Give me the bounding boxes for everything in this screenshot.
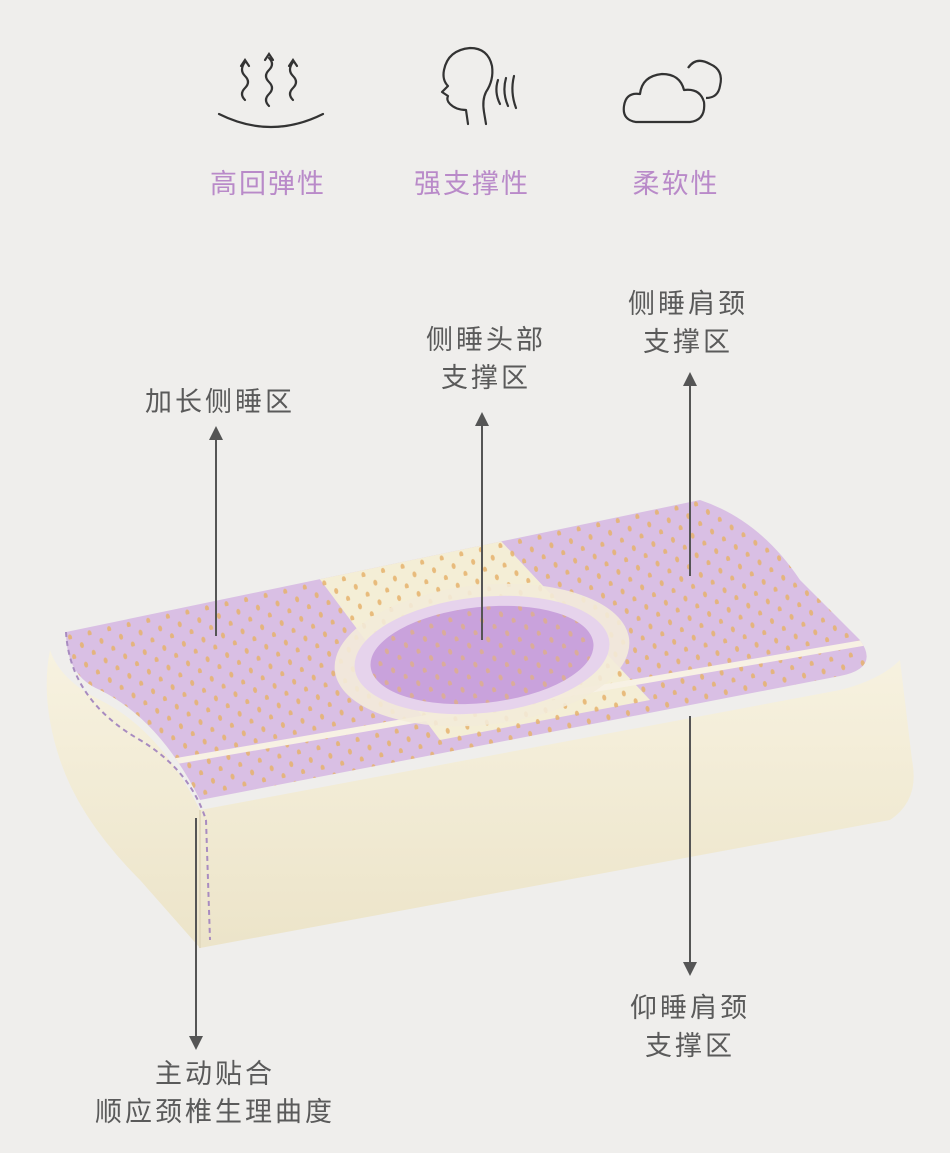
head-profile-icon — [428, 40, 528, 132]
zone-label-side-head: 侧睡头部 支撑区 — [426, 325, 546, 394]
pillow-side — [46, 650, 914, 948]
zone-label-extended-side: 加长侧睡区 — [145, 387, 295, 418]
feature-label-rebound: 高回弹性 — [210, 169, 326, 200]
zone-label-active-fit: 主动贴合 顺应颈椎生理曲度 — [95, 1059, 335, 1128]
zone-label-back-shoulder: 仰睡肩颈 支撑区 — [630, 993, 750, 1062]
cloud-icon — [618, 40, 730, 132]
feature-label-support: 强支撑性 — [414, 169, 530, 200]
rebound-arrows-icon — [215, 40, 327, 132]
zone-label-side-shoulder: 侧睡肩颈 支撑区 — [628, 289, 748, 358]
feature-label-softness: 柔软性 — [632, 169, 720, 200]
